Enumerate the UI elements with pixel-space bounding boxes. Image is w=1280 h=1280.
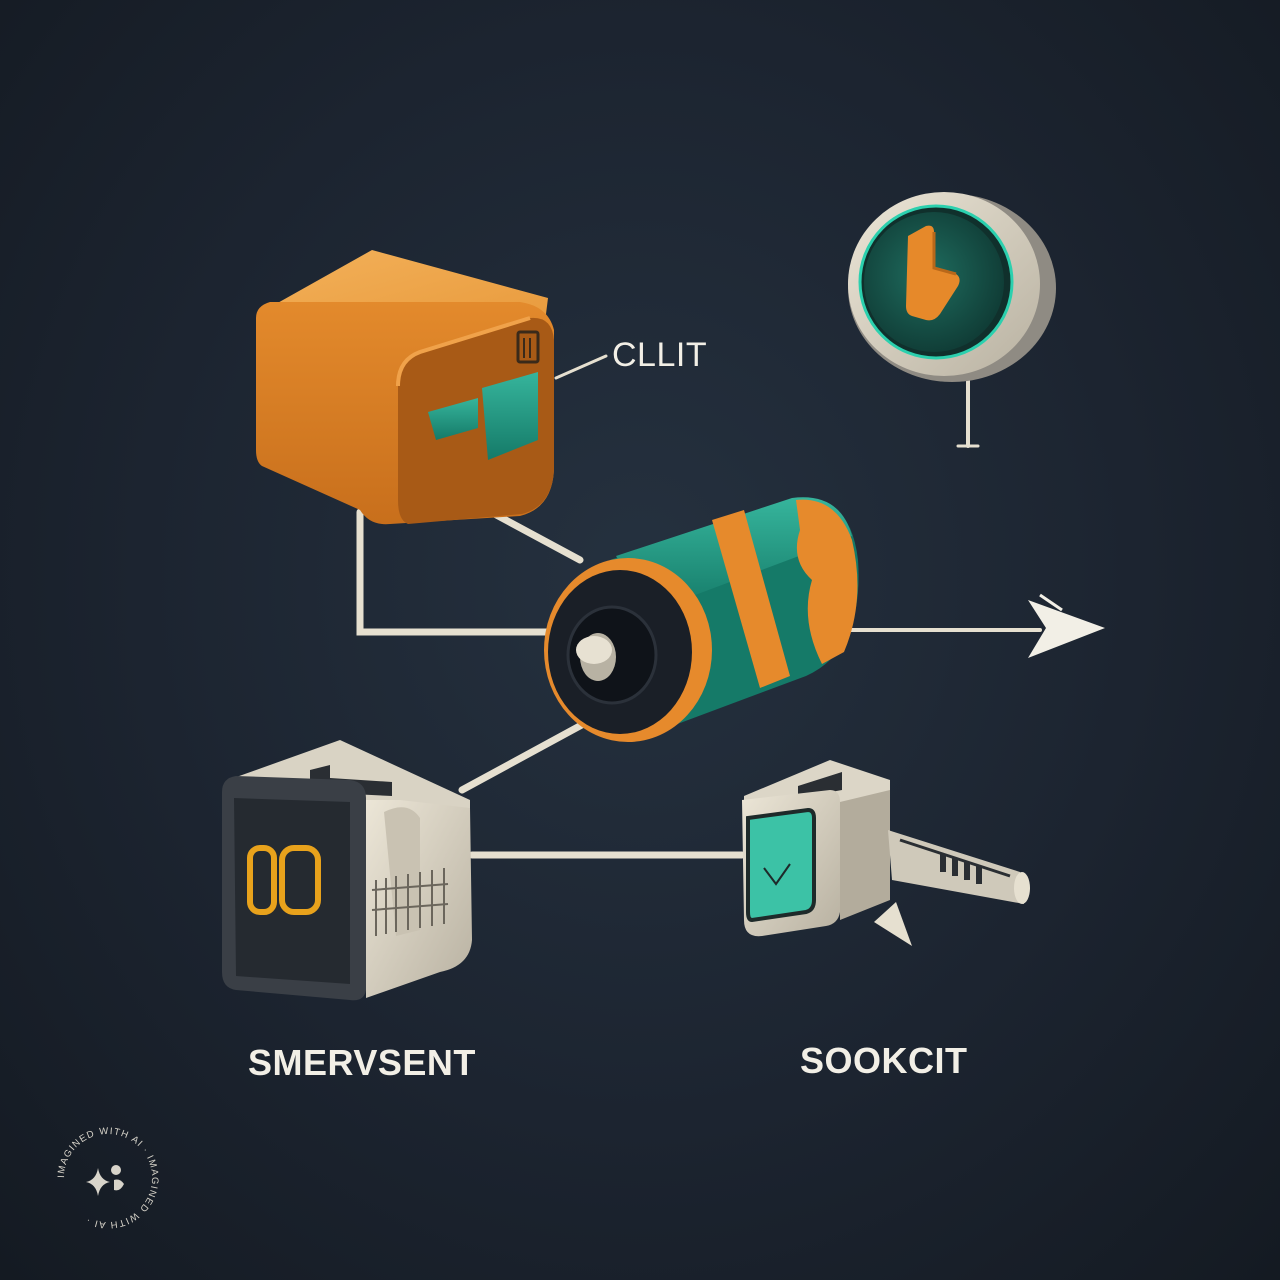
server-cube-icon (222, 740, 472, 1001)
client-label-leader (554, 354, 608, 380)
arrow-right-icon (1028, 593, 1105, 658)
battery-cylinder-icon (544, 497, 859, 742)
server-label: SMERVSENT (248, 1042, 476, 1083)
client-cube-icon (256, 250, 554, 525)
watermark-text: IMAGINED WITH AI · IMAGINED WITH AI · (56, 1126, 159, 1230)
dial-button-icon (848, 192, 1056, 382)
client-to-battery-line (356, 508, 552, 636)
sparkle-icon (86, 1165, 124, 1196)
client-label: CLLIT (612, 336, 708, 374)
socket-plug-icon (742, 760, 1030, 946)
watermark-badge: IMAGINED WITH AI · IMAGINED WITH AI · (56, 1126, 160, 1230)
svg-text:IMAGINED WITH AI · IMAGINED WI: IMAGINED WITH AI · IMAGINED WITH AI · (56, 1126, 160, 1230)
server-to-battery-line (458, 711, 604, 794)
socket-label: SOOKCIT (800, 1040, 968, 1081)
